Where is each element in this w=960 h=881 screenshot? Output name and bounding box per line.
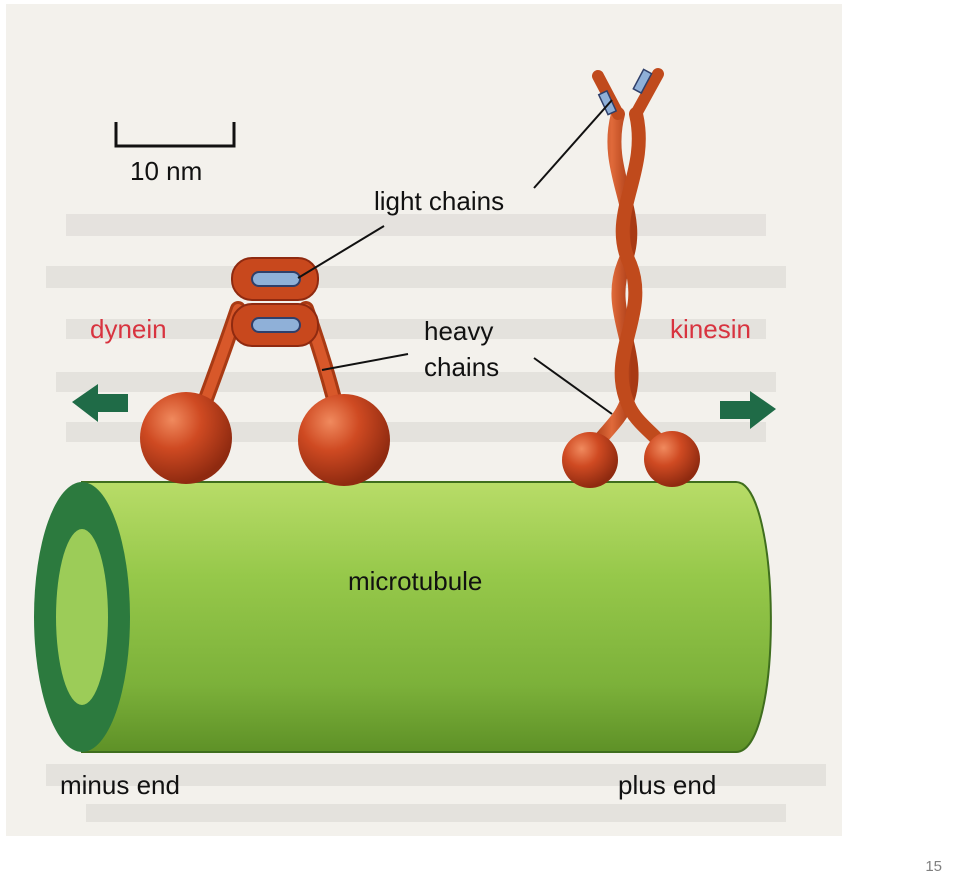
microtubule-label: microtubule	[348, 566, 482, 596]
leader-lines	[297, 99, 613, 415]
slide-number: 15	[925, 858, 942, 875]
light-chains-label: light chains	[374, 186, 504, 216]
arrow-right-icon	[720, 391, 776, 429]
kinesin-label: kinesin	[670, 314, 751, 344]
heavy-chains-label-line1: heavy	[424, 316, 493, 346]
kinesin-head	[562, 432, 618, 488]
dynein-head	[140, 392, 232, 484]
microtubule	[34, 481, 772, 753]
kinesin-light-chain	[632, 68, 653, 95]
dynein-head	[298, 394, 390, 486]
plus-end-label: plus end	[618, 770, 716, 800]
heavy-chains-label-line2: chains	[424, 352, 499, 382]
dynein-light-chain	[251, 271, 301, 287]
minus-end-label: minus end	[60, 770, 180, 800]
scale-bar	[114, 122, 236, 148]
dynein-label: dynein	[90, 314, 167, 344]
dynein-motor	[140, 257, 390, 486]
scale-label: 10 nm	[130, 156, 202, 186]
motor-protein-diagram: 10 nm light chains heavy chains dynein k…	[6, 4, 842, 836]
dynein-light-chain	[251, 317, 301, 333]
kinesin-head	[644, 431, 700, 487]
arrow-left-icon	[72, 384, 128, 422]
kinesin-motor	[562, 68, 700, 488]
